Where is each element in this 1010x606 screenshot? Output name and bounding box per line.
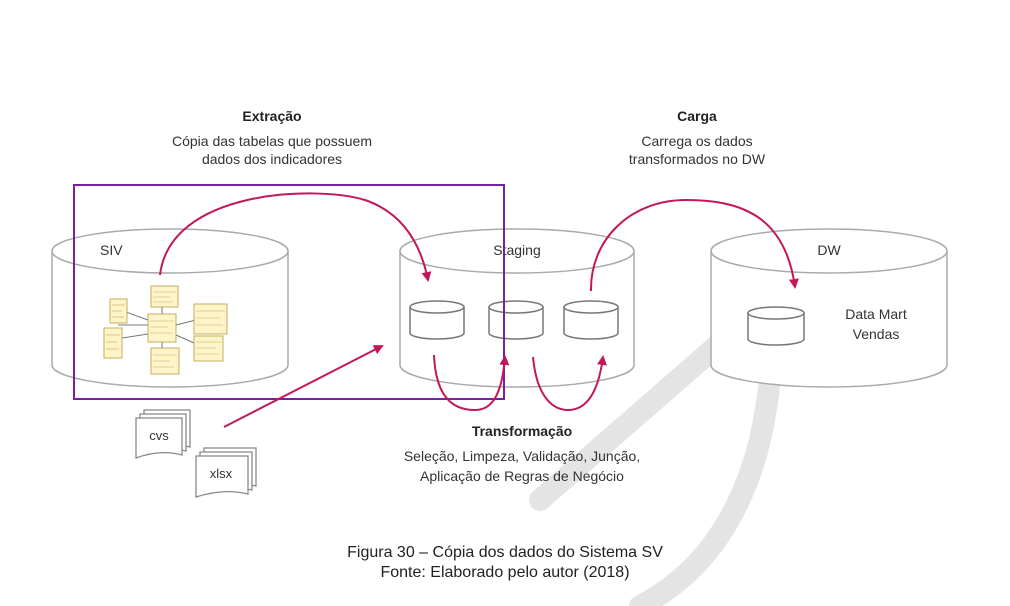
transformacao-desc-1: Seleção, Limpeza, Validação, Junção, (404, 448, 640, 464)
load-arrow-staging-dw (589, 198, 799, 292)
cvs-label: cvs (149, 428, 169, 443)
transform-arrow-1 (433, 354, 510, 412)
extract-arrow-siv-staging (159, 192, 432, 282)
carga-header: Carga Carrega os dados transformados no … (629, 108, 766, 167)
dw-label: DW (817, 242, 841, 258)
staging-table-2 (488, 300, 544, 340)
dw-database: DW (710, 228, 948, 388)
data-mart-table (747, 306, 805, 346)
data-mart-label-2: Vendas (853, 326, 900, 342)
er-diagram-icon (103, 285, 228, 375)
xlsx-label: xlsx (210, 466, 233, 481)
transformacao-title: Transformação (472, 423, 572, 439)
carga-desc-1: Carrega os dados (641, 133, 752, 149)
xlsx-file-icon: xlsx (195, 447, 257, 498)
cvs-file-icon: cvs (135, 409, 191, 459)
extracao-header: Extração Cópia das tabelas que possuem d… (172, 108, 372, 167)
carga-desc-2: transformados no DW (629, 151, 766, 167)
extracao-desc-2: dados dos indicadores (202, 151, 342, 167)
figure-caption: Figura 30 – Cópia dos dados do Sistema S… (347, 544, 663, 561)
extracao-title: Extração (242, 108, 301, 124)
transformacao-label: Transformação Seleção, Limpeza, Validaçã… (404, 423, 640, 484)
staging-table-3 (563, 300, 619, 340)
transform-arrow-2 (532, 355, 607, 412)
extracao-desc-1: Cópia das tabelas que possuem (172, 133, 372, 149)
siv-label: SIV (100, 242, 123, 258)
figure-source: Fonte: Elaborado pelo autor (2018) (380, 564, 630, 581)
staging-label: Staging (493, 242, 540, 258)
transformacao-desc-2: Aplicação de Regras de Negócio (420, 468, 624, 484)
extraction-frame (73, 184, 505, 400)
staging-table-1 (409, 300, 465, 340)
carga-title: Carga (677, 108, 717, 124)
extract-arrow-files-staging (223, 345, 384, 428)
data-mart-label-1: Data Mart (845, 306, 907, 322)
